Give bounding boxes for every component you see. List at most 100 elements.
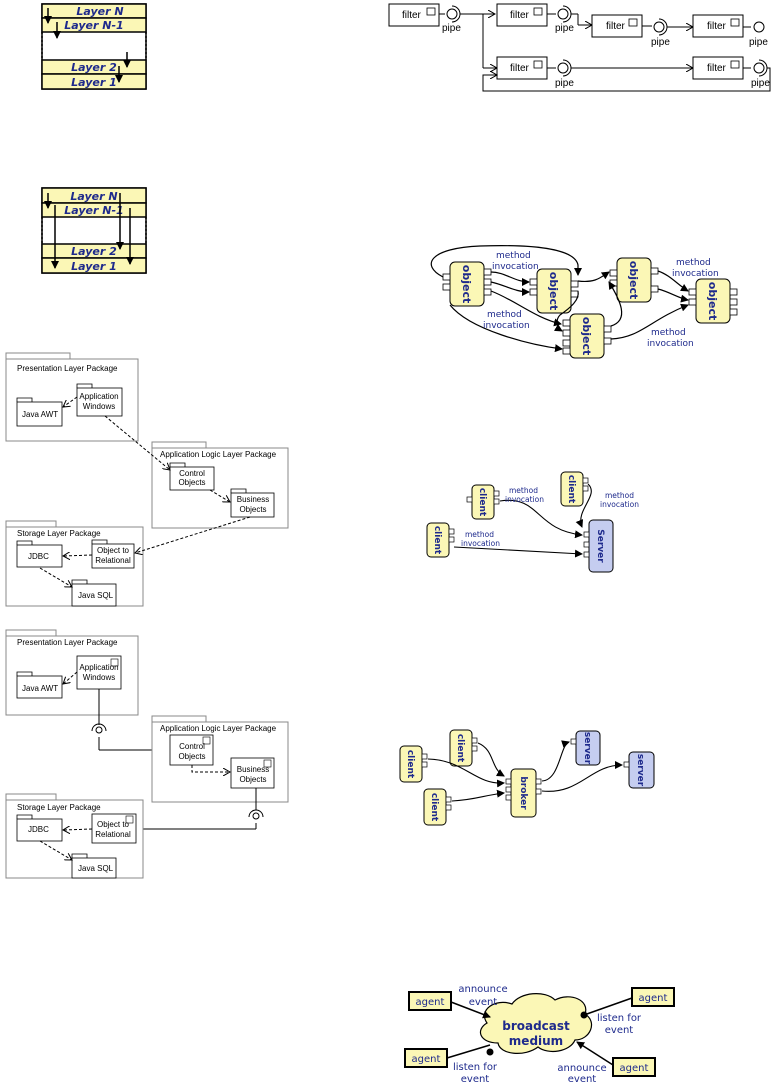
method-label: method xyxy=(605,491,634,500)
method-label: method xyxy=(465,530,494,539)
agent-label: agent xyxy=(416,997,445,1008)
client-label: client xyxy=(432,526,442,555)
package-label: Java SQL xyxy=(78,591,114,600)
package-title: Presentation Layer Package xyxy=(17,364,118,373)
package-label: Relational xyxy=(95,556,131,565)
event-label: event xyxy=(605,1025,634,1036)
object-label: object xyxy=(460,265,473,303)
filter-label: filter xyxy=(707,21,727,32)
layer-label: Layer 2 xyxy=(71,61,117,74)
broker-diagram: client client client broker server xyxy=(399,729,655,826)
filter-label: filter xyxy=(606,21,626,32)
java-awt-package xyxy=(16,675,63,699)
layers-strict: Layer N Layer N-1 Layer 2 Layer 1 xyxy=(41,3,147,90)
pipe-socket-icon xyxy=(557,8,569,20)
medium-label: broadcast xyxy=(502,1019,570,1033)
component-icon xyxy=(628,18,638,27)
pipes-and-filters: filter pipe filter pipe filter pipe filt… xyxy=(388,3,771,92)
agent-label: agent xyxy=(639,993,668,1004)
server-label: server xyxy=(635,754,645,787)
invocation-label: invocation xyxy=(600,500,639,509)
broker-label: broker xyxy=(518,776,528,810)
interface-lollipop-icon xyxy=(252,812,260,820)
layer-label: Layer 2 xyxy=(71,245,117,258)
invocation-label: invocation xyxy=(483,321,530,331)
client-label: client xyxy=(429,793,439,822)
filter-label: filter xyxy=(510,10,530,21)
package-label: Control xyxy=(179,469,205,478)
layer-label: Layer N-1 xyxy=(64,19,123,32)
broadcast-medium-cloud xyxy=(479,993,593,1054)
pipe-socket-icon xyxy=(753,21,765,33)
listener-dot-icon xyxy=(486,1048,494,1056)
package-title: Storage Layer Package xyxy=(17,529,101,538)
package-label: Control xyxy=(179,742,205,751)
pipe-label: pipe xyxy=(651,37,670,48)
client-server-diagram: client client client Server method invoc… xyxy=(426,471,639,573)
filter-label: filter xyxy=(402,10,422,21)
pipe-socket-icon xyxy=(446,8,458,20)
package-label: JDBC xyxy=(28,825,49,834)
package-label: Windows xyxy=(83,402,115,411)
pipe-socket-icon xyxy=(753,62,765,74)
control-objects-package xyxy=(169,466,215,491)
pipe-label: pipe xyxy=(749,37,768,48)
package-label: Object to xyxy=(97,820,130,829)
invocation-label: invocation xyxy=(647,339,694,349)
layer-1-band xyxy=(41,257,147,274)
invocation-label: invocation xyxy=(672,269,719,279)
server-node xyxy=(628,751,655,789)
package-label: Windows xyxy=(83,673,115,682)
method-label: method xyxy=(651,328,686,338)
agent-box xyxy=(631,987,675,1007)
package-label: Business xyxy=(237,765,269,774)
object-to-relational-package xyxy=(91,543,135,569)
event-label: event xyxy=(568,1074,597,1085)
invocation-label: invocation xyxy=(461,539,500,548)
invocation-label: invocation xyxy=(492,262,539,272)
layer-label: Layer N xyxy=(76,5,123,18)
java-sql-package xyxy=(71,857,117,879)
component-icon xyxy=(533,60,543,69)
package-label: Objects xyxy=(178,478,205,487)
component-icon xyxy=(426,7,436,16)
layer-label: Layer 1 xyxy=(71,260,117,273)
business-objects-package xyxy=(230,492,275,518)
client-label: client xyxy=(455,734,465,763)
broadcast-diagram: broadcast medium agent agent agent agent… xyxy=(404,984,675,1085)
object-label: object xyxy=(706,282,719,320)
package-title: Application Logic Layer Package xyxy=(160,724,277,733)
package-title: Storage Layer Package xyxy=(17,803,101,812)
agent-label: agent xyxy=(620,1063,649,1074)
component-icon xyxy=(730,60,740,69)
package-label: Objects xyxy=(239,505,266,514)
agent-box xyxy=(612,1057,656,1077)
agent-label: agent xyxy=(412,1054,441,1065)
package-label: Application xyxy=(79,392,118,401)
client-label: client xyxy=(566,475,576,504)
component-icon xyxy=(110,658,119,667)
package-label: Java AWT xyxy=(22,410,58,419)
pipe-socket-icon xyxy=(653,21,665,33)
object-label: object xyxy=(547,272,560,310)
package-label: Business xyxy=(237,495,269,504)
layer-n-1-band xyxy=(41,17,147,33)
agent-box xyxy=(408,991,452,1011)
announce-label: announce xyxy=(458,984,507,995)
filter-label: filter xyxy=(707,63,727,74)
package-title: Presentation Layer Package xyxy=(17,638,118,647)
package-label: Objects xyxy=(239,775,266,784)
listen-label: listen for xyxy=(597,1013,642,1024)
method-label: method xyxy=(676,258,711,268)
server-label: Server xyxy=(595,529,605,563)
event-label: event xyxy=(469,997,498,1008)
component-icon xyxy=(125,815,134,824)
layer-label: Layer 1 xyxy=(71,76,117,89)
announce-label: announce xyxy=(557,1063,606,1074)
application-windows-package xyxy=(76,387,123,417)
method-label: method xyxy=(496,251,531,261)
package-label: Java SQL xyxy=(78,864,114,873)
server-node xyxy=(575,730,601,766)
layer-label: Layer N xyxy=(70,190,117,203)
